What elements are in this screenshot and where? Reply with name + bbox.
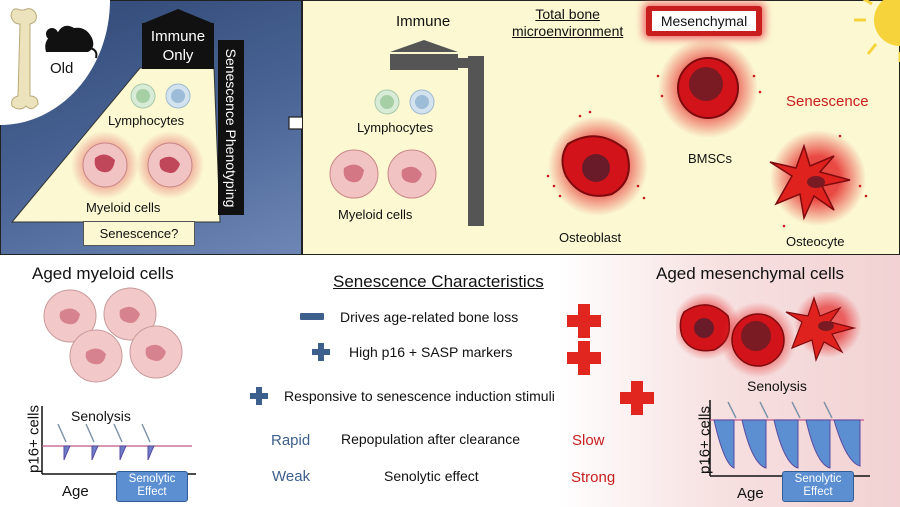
minus-icon [300, 313, 324, 320]
compare-left-1: Rapid [271, 432, 311, 449]
row-text-3: Responsive to senescence induction stimu… [284, 388, 555, 404]
right-ylabel: p16+ cells [696, 406, 714, 474]
row-text-1: Drives age-related bone loss [340, 309, 519, 325]
immune-only-house [142, 9, 214, 69]
total-bone-line1: Total bone [535, 6, 600, 22]
right-effect-line2: Effect [803, 486, 833, 498]
lymphocyte-icons [130, 83, 191, 109]
characteristics-title: Senescence Characteristics [333, 272, 544, 291]
mesenchymal-cell-icons [546, 38, 868, 228]
sun-icon [854, 0, 900, 62]
lymphocytes-label-left: Lymphocytes [108, 113, 185, 128]
lymphocytes-label-right: Lymphocytes [357, 120, 434, 135]
senescence-phenotyping-bar [218, 40, 244, 215]
left-senolysis-label: Senolysis [71, 408, 131, 424]
immune-label: Immune [396, 13, 451, 30]
compare-right-1: Slow [572, 432, 605, 449]
senescence-label: Senescence [786, 93, 869, 110]
old-label: Old [50, 60, 74, 77]
row-text-2: High p16 + SASP markers [349, 344, 513, 360]
immune-only-line2: Only [162, 47, 194, 64]
myeloid-label-right: Myeloid cells [338, 207, 413, 222]
immune-only-label: Immune Only [140, 27, 216, 65]
left-ylabel: p16+ cells [25, 405, 43, 473]
left-xlabel: Age [62, 483, 89, 500]
right-effect-line1: Senolytic [794, 473, 842, 485]
aged-mesenchymal-title: Aged mesenchymal cells [656, 264, 845, 283]
immune-sign-post [390, 40, 484, 226]
mesenchymal-label: Mesenchymal [652, 11, 756, 31]
mouse-icon [45, 25, 98, 59]
compare-middle-1: Repopulation after clearance [341, 431, 521, 447]
right-senolysis-plot [709, 400, 870, 477]
plus-icon-red-1 [567, 304, 601, 338]
myeloid-senescent-icons [71, 131, 204, 199]
osteocyte-label: Osteocyte [786, 234, 845, 249]
left-effect-line1: Senolytic [128, 473, 176, 485]
aged-mesenchymal-icons [676, 292, 862, 378]
bone-icon [10, 8, 39, 110]
right-xlabel: Age [737, 485, 764, 502]
compare-left-2: Weak [272, 468, 311, 485]
senescence-question-box: Senescence? [83, 221, 195, 246]
plus-icon-red-3 [620, 381, 654, 415]
right-senolysis-label: Senolysis [747, 378, 807, 394]
total-bone-label: Total bone microenvironment [512, 6, 623, 40]
myeloid-icons-right [329, 149, 437, 199]
compare-middle-2: Senolytic effect [384, 468, 479, 484]
right-senolytic-effect-box: Senolytic Effect [782, 471, 854, 502]
osteoblast-label: Osteoblast [559, 230, 622, 245]
plus-icon-red-2 [567, 341, 601, 375]
aged-myeloid-icons [43, 287, 183, 383]
senescence-phenotyping-label: Senescence Phenotyping [223, 48, 239, 208]
compare-right-2: Strong [571, 469, 616, 486]
immune-only-line1: Immune [150, 28, 206, 45]
left-senolytic-effect-box: Senolytic Effect [116, 471, 188, 502]
plus-icon-blue-2 [250, 387, 268, 405]
aged-myeloid-title: Aged myeloid cells [32, 264, 174, 283]
bmscs-label: BMSCs [688, 151, 733, 166]
plus-icon-blue-1 [312, 343, 330, 361]
lymphocyte-icons-right [374, 89, 435, 115]
myeloid-label-left: Myeloid cells [86, 200, 161, 215]
left-effect-line2: Effect [137, 486, 167, 498]
total-bone-line2: microenvironment [512, 23, 624, 39]
